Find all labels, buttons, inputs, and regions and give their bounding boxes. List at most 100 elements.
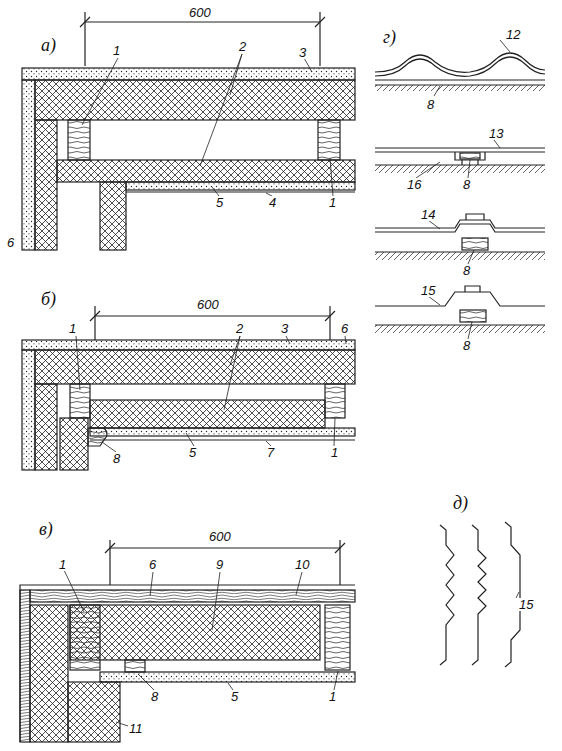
dimension: 600 [188, 6, 212, 19]
panel-b-part [95, 315, 330, 316]
panel-a-part-part [230, 54, 242, 95]
panel-g-part [375, 85, 545, 91]
panel-b-part-part [334, 418, 335, 446]
panel-a-part-part [212, 187, 219, 196]
panel-g-part [428, 296, 440, 305]
panel-a-part [82, 54, 333, 196]
panel-b-part [90, 400, 325, 428]
panel-v-part [325, 605, 350, 670]
callout-number: 9 [215, 558, 224, 571]
callout-number: 3 [280, 322, 289, 335]
panel-g-part [460, 310, 486, 322]
panel-v-part-part [212, 572, 220, 630]
callout-number: 6 [148, 558, 157, 571]
panel-g-part [468, 160, 470, 178]
panel-v-part [20, 590, 30, 742]
callout-number: 8 [150, 690, 159, 703]
panel-a [22, 12, 355, 250]
panel-b-part [90, 439, 355, 440]
panel-a-part [35, 80, 355, 120]
panel-b-part-part [345, 336, 346, 344]
panel-g-part [416, 162, 440, 178]
panel-v-part-part [228, 683, 233, 690]
panel-a-part-part [200, 54, 242, 166]
panel-v-part-part [116, 722, 128, 726]
panel-b-part-part [186, 433, 194, 446]
callout-number: 7 [266, 446, 275, 459]
panel-g-part [468, 322, 472, 339]
panel-v-part [105, 543, 345, 553]
panel-b-part [94, 306, 95, 340]
panel-letter: а) [40, 36, 57, 54]
panel-g [375, 40, 545, 339]
panel-v-part-part [296, 572, 302, 595]
panel-g-part [375, 292, 545, 306]
panel-letter: д) [452, 494, 469, 512]
callout-number: 4 [268, 196, 277, 209]
panel-v-part-part [138, 674, 154, 690]
callout-number: 1 [112, 44, 121, 57]
panel-v-part [70, 605, 100, 670]
panel-b-part [90, 428, 355, 436]
callout-number: 10 [294, 558, 310, 571]
panel-v-part [100, 672, 355, 682]
panel-letter: г) [382, 28, 397, 46]
panel-a-part-part [304, 58, 312, 72]
panel-b-part [329, 306, 330, 340]
panel-v-part-part [64, 570, 84, 612]
panel-g-part [465, 286, 480, 292]
callout-number: 8 [426, 98, 435, 111]
panel-v-part [125, 660, 145, 672]
callout-number: 11 [128, 722, 144, 735]
callout-number: 12 [505, 28, 521, 41]
panel-g-part [375, 79, 545, 80]
panel-b-part [325, 384, 345, 418]
panel-b-part-part [224, 336, 240, 410]
panel-b-part-part [286, 336, 290, 344]
panel-b [22, 306, 355, 470]
callout-number: 2 [235, 322, 244, 335]
callout-number: 3 [298, 46, 307, 59]
panel-g-part [375, 224, 545, 232]
panel-letter: в) [38, 520, 54, 538]
panel-g-part [434, 86, 440, 96]
panel-letter: б) [40, 290, 57, 308]
panel-d [440, 522, 520, 667]
panel-v-part-part [334, 671, 338, 690]
dimension: 600 [196, 298, 220, 311]
panel-v-part [30, 605, 68, 742]
callout-number: 1 [330, 446, 339, 459]
panel-b-part [60, 418, 88, 470]
callout-number: 6 [6, 236, 15, 249]
panel-a-part [22, 68, 355, 80]
panel-v-part [64, 570, 338, 726]
panel-b-part [90, 311, 335, 321]
panel-d-part [505, 522, 520, 667]
panel-a-part [68, 120, 90, 160]
panel-v-part [70, 605, 320, 660]
callout-number: 14 [420, 208, 436, 221]
callout-number: 16 [406, 178, 422, 191]
panel-a-part [22, 80, 35, 250]
callout-number: 1 [68, 322, 77, 335]
callout-number: 13 [488, 127, 504, 140]
panel-g-part [375, 147, 545, 148]
panel-v-part-part [150, 572, 153, 596]
panel-a-part [84, 12, 85, 66]
callout-number: 5 [230, 690, 239, 703]
panel-a-part [126, 182, 355, 190]
callout-number: 1 [58, 558, 67, 571]
panel-b-part [35, 350, 355, 384]
panel-v-part [20, 585, 355, 742]
callout-number: 8 [462, 339, 471, 352]
callout-number: 2 [238, 40, 247, 53]
panel-a-part-part [330, 158, 333, 196]
panel-b-part-part [76, 336, 80, 390]
panel-a-part [57, 160, 355, 182]
panel-v [20, 540, 355, 742]
panel-a-part [319, 12, 320, 66]
callout-number: 1 [328, 196, 337, 209]
panel-a-part [318, 120, 340, 160]
panel-b-part [22, 350, 35, 470]
